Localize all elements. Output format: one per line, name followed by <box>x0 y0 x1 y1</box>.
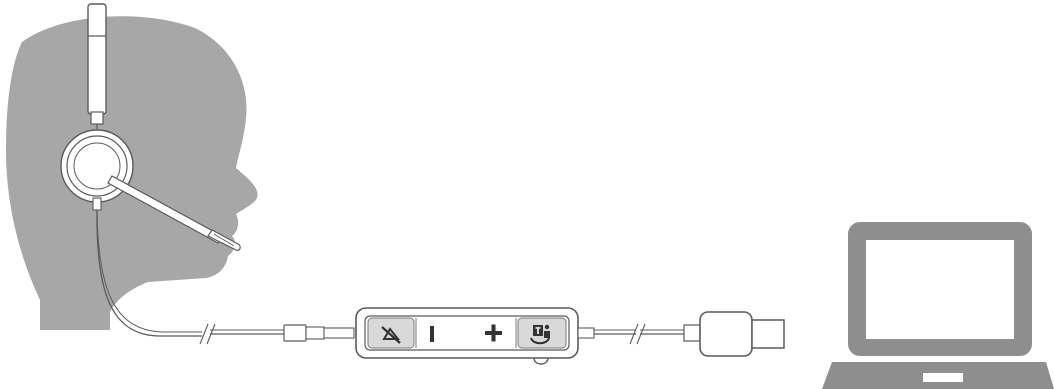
call-teams-button[interactable] <box>518 318 566 348</box>
inline-controller <box>356 308 578 364</box>
laptop-icon <box>822 222 1054 389</box>
usb-cable <box>578 324 686 344</box>
minus-icon <box>430 326 434 342</box>
mute-button[interactable] <box>368 318 414 348</box>
volume-up-button[interactable] <box>464 318 514 348</box>
headband <box>88 4 106 134</box>
volume-down-button[interactable] <box>418 318 462 348</box>
usb-plug <box>684 312 784 356</box>
